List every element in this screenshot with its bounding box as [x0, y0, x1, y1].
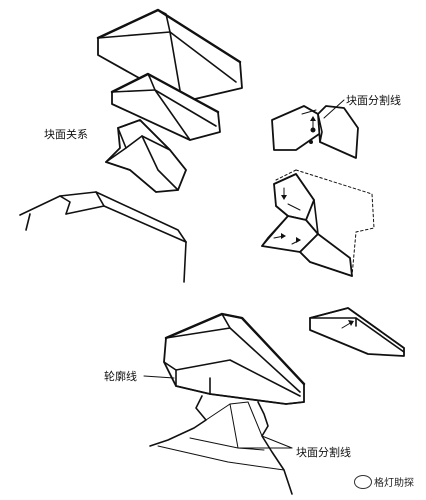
- zigzag-arrow-block: [261, 169, 375, 277]
- bottom-head-block: [163, 312, 306, 405]
- top-head-block: [96, 8, 243, 103]
- slab-block: [309, 307, 405, 357]
- wechat-bubble-icon: [354, 475, 372, 489]
- watermark-text: 格灯助探: [374, 478, 414, 489]
- label-block-relation: 块面关系: [44, 128, 88, 141]
- shoulder-block: [19, 191, 187, 283]
- folded-card-block: [271, 105, 359, 159]
- label-block-division-bottom: 块面分割线: [296, 446, 351, 459]
- neck-torso-contour: [149, 395, 293, 495]
- middle-neck-block: [110, 72, 221, 141]
- label-contour-line: 轮廓线: [104, 370, 137, 383]
- label-block-division-top: 块面分割线: [346, 94, 401, 107]
- leader-lines: [143, 99, 345, 449]
- folded-zigzag-block: [105, 119, 187, 193]
